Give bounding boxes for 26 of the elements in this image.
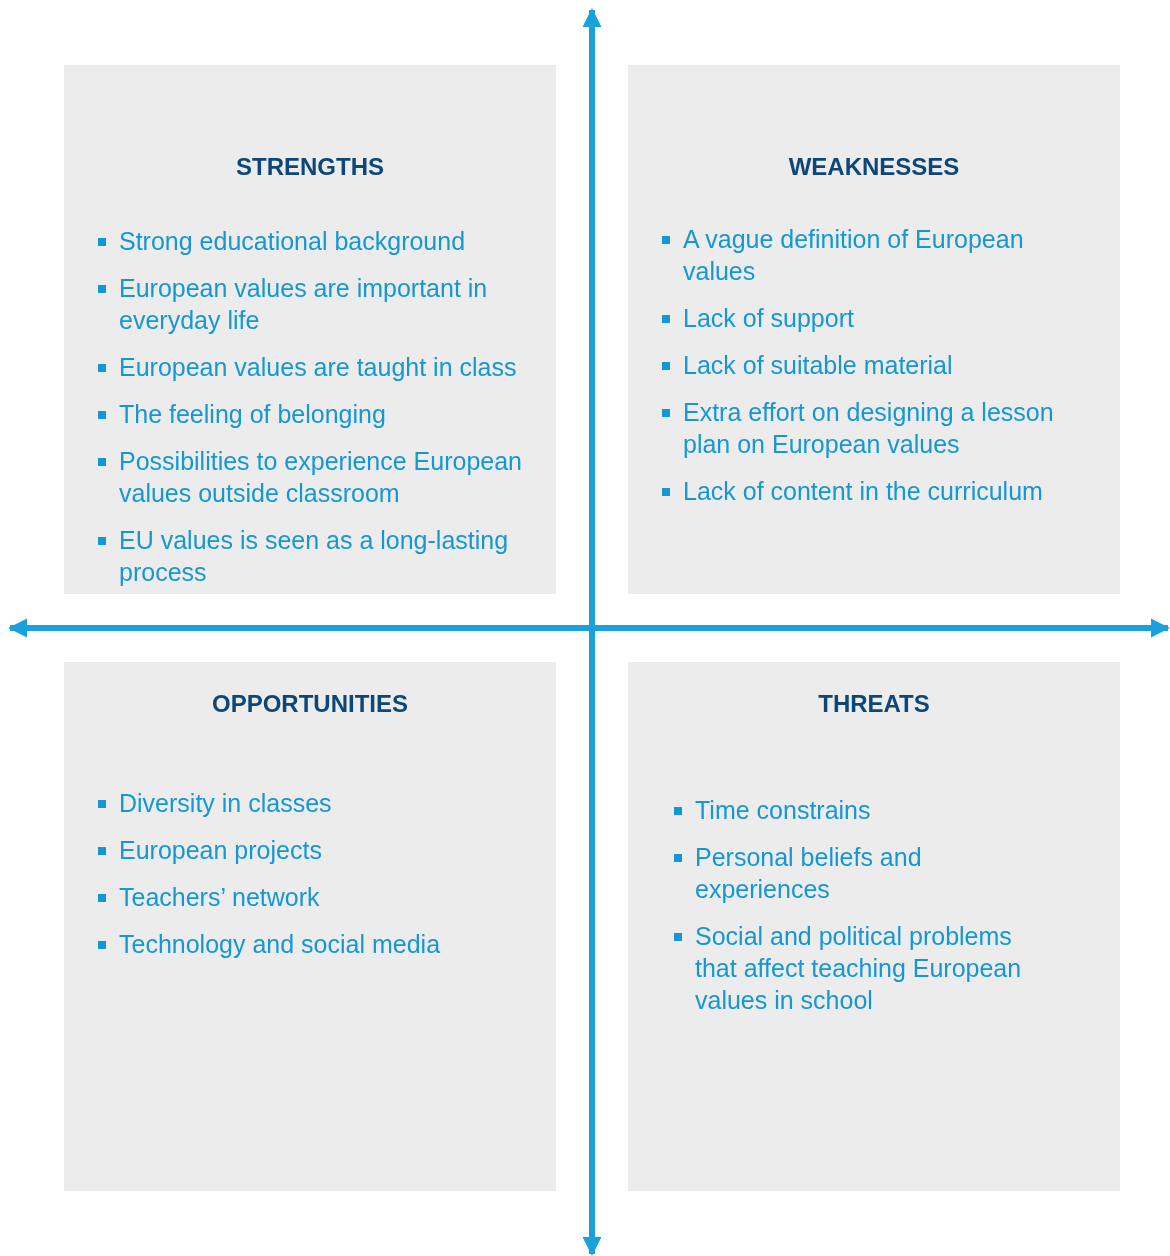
bullet-item: European values are taught in class <box>98 351 532 383</box>
bullet-item: Teachers’ network <box>98 881 456 913</box>
quadrant-panel <box>628 65 1120 594</box>
bullet-item: Lack of content in the curriculum <box>662 475 1090 507</box>
bullet-item: Strong educational background <box>98 225 532 257</box>
bullet-item: A vague definition of European values <box>662 223 1090 287</box>
bullet-item: EU values is seen as a long-lasting process <box>98 524 532 588</box>
bullet-item: Lack of support <box>662 302 1090 334</box>
bullet-item: Diversity in classes <box>98 787 456 819</box>
quadrant-panel <box>64 65 556 594</box>
quadrant-heading: WEAKNESSES <box>787 153 961 181</box>
quadrant-panel <box>628 662 1120 1191</box>
quadrant-panel <box>64 662 556 1191</box>
bullet-item: European projects <box>98 834 456 866</box>
bullet-item: Time constrains <box>674 794 1050 826</box>
bullet-item: Extra effort on designing a lesson plan on European values <box>662 396 1090 460</box>
bullet-item: The feeling of belonging <box>98 398 532 430</box>
quadrant-heading: STRENGTHS <box>235 153 385 181</box>
bullet-item: Possibilities to experience European values outside classroom <box>98 445 532 509</box>
bullet-item: Personal beliefs and experiences <box>674 841 1050 905</box>
bullet-item: Social and political problems that affect teaching European values in school <box>674 920 1050 1016</box>
bullet-item: Lack of suitable material <box>662 349 1090 381</box>
quadrant-heading: OPPORTUNITIES <box>211 690 409 718</box>
quadrant-heading: THREATS <box>817 690 931 718</box>
bullet-item: European values are important in everyday life <box>98 272 532 336</box>
bullet-item: Technology and social media <box>98 928 456 960</box>
